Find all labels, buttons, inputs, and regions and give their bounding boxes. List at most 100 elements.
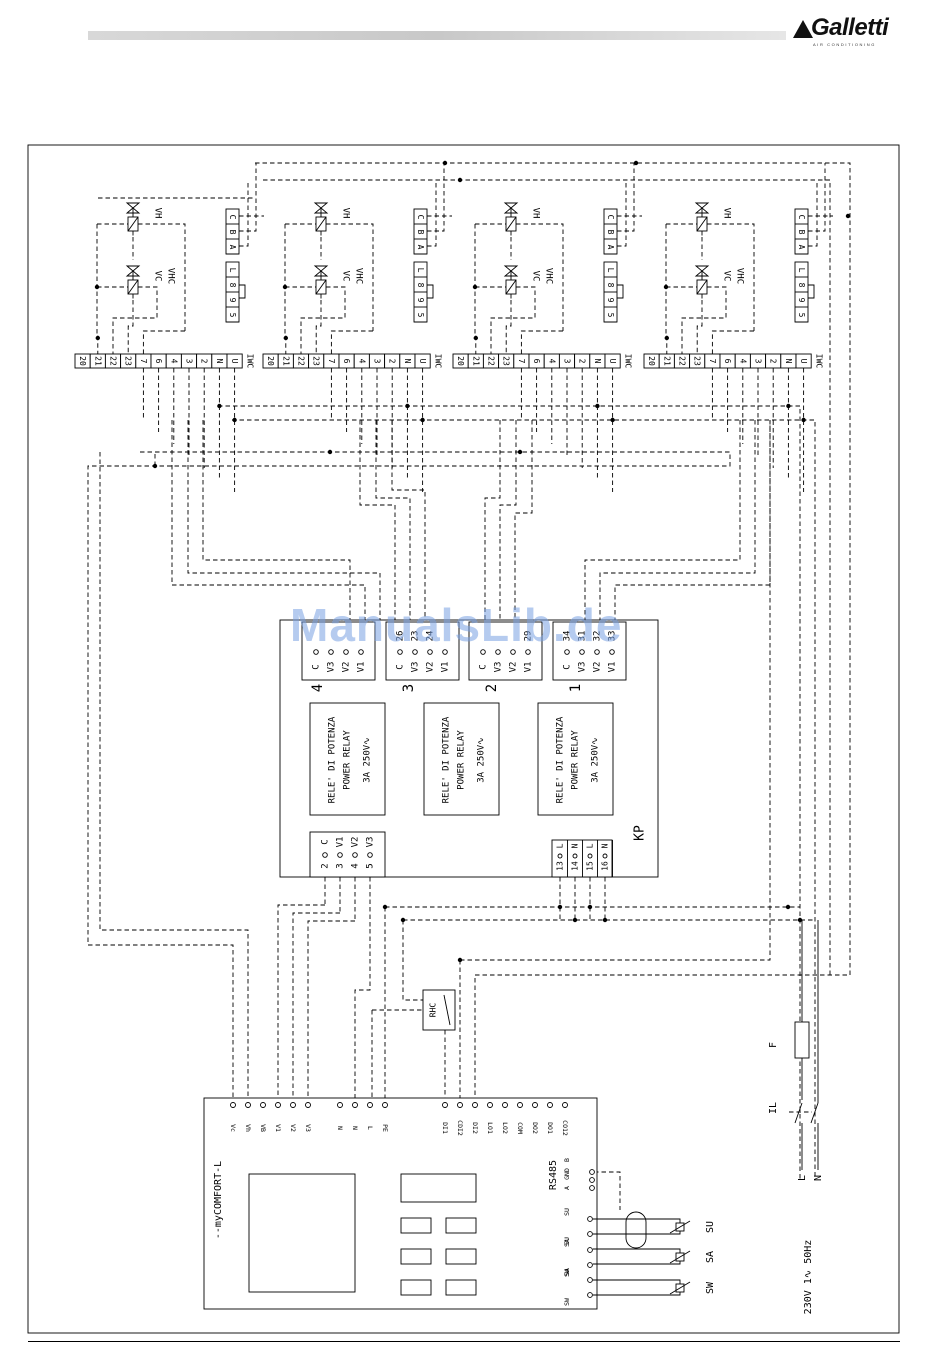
junction-dot — [283, 335, 288, 341]
junction-dot — [557, 904, 563, 910]
junction-dot — [472, 284, 478, 290]
motor-connector-label: 5 — [228, 313, 237, 318]
iwc-terminal-cell — [414, 353, 431, 369]
iwc-terminal-label: 23 — [312, 356, 321, 366]
kp-output-label: C — [479, 664, 489, 669]
wire — [284, 224, 287, 354]
junction-dot — [610, 417, 615, 423]
iwc-terminal-label: 4 — [169, 359, 178, 364]
kp-output-number: 26 — [396, 631, 406, 642]
wire — [255, 162, 851, 1100]
probe-label: SA — [705, 1251, 716, 1263]
terminal-ring — [322, 852, 328, 858]
terminal-ring — [313, 649, 319, 655]
wire — [138, 223, 186, 331]
sensor-connector-label: B — [416, 230, 425, 235]
iwc-terminal-label: 7 — [327, 359, 336, 364]
dashed-wires — [87, 160, 851, 1249]
valve-label: VC — [722, 271, 732, 282]
probe-terminal-label: SU — [563, 1208, 571, 1216]
iwc-terminal-label: 6 — [532, 359, 541, 364]
terminal-ring — [602, 853, 608, 859]
coil-slash — [127, 216, 139, 232]
valve-label: VC — [341, 271, 351, 282]
probe-label: SU — [705, 1221, 716, 1233]
terminal-ring — [547, 1102, 553, 1108]
kp-label: KP — [633, 825, 648, 841]
relay-text: 3A 250V∿ — [363, 737, 373, 782]
wire — [292, 912, 340, 1100]
kp-output-number: 32 — [593, 631, 603, 642]
terminal-ring — [352, 1102, 358, 1108]
controller-terminal-label: N — [351, 1126, 359, 1130]
iwc-terminal-label: N — [403, 359, 412, 364]
iwc-terminal-label: IWC — [245, 354, 254, 369]
kp-terminal-number: 3 — [336, 863, 346, 868]
terminal-ring — [587, 1231, 593, 1237]
valve-label: VH — [341, 208, 351, 219]
iwc-terminal-cell — [226, 353, 243, 369]
motor-connector-label: 8 — [228, 283, 237, 288]
kp-terminal-number: 14 — [571, 861, 580, 871]
motor-connector-label: 9 — [416, 298, 425, 303]
iwc-terminal-label: U — [418, 359, 427, 364]
watermark-text: ManualsLib.de — [290, 599, 623, 651]
iwc-terminal-label: 4 — [738, 359, 747, 364]
wire — [171, 420, 366, 648]
terminal-ring — [510, 649, 516, 655]
ntc-slash — [669, 1281, 691, 1295]
iwc-terminal-label: U — [608, 359, 617, 364]
terminal-ring — [562, 1102, 568, 1108]
wire — [127, 300, 134, 354]
wire — [87, 451, 731, 1100]
terminal-ring — [305, 1102, 311, 1108]
iwc-terminal-label: 3 — [185, 359, 194, 364]
controller-display — [248, 1173, 356, 1293]
iwc-terminal-label: 2 — [200, 359, 209, 364]
kp-group-number: 4 — [310, 684, 326, 692]
sensor-connector-label: A — [416, 245, 425, 250]
controller-terminal-label: DO2 — [531, 1122, 539, 1134]
iwc-terminal-label: 7 — [517, 359, 526, 364]
wire — [520, 330, 563, 354]
kp-output-label: C — [396, 664, 406, 669]
controller-terminal-label: PE — [381, 1124, 389, 1132]
controller-terminal-label: LO1 — [486, 1122, 494, 1134]
wire — [484, 420, 501, 648]
iwc-terminal-label: N — [215, 359, 224, 364]
kp-output-label: V1 — [441, 662, 451, 673]
wire — [460, 420, 771, 961]
wire — [232, 419, 816, 1180]
valve-label: VH — [531, 208, 541, 219]
junction-dot — [664, 335, 669, 341]
junction-dot — [94, 284, 100, 290]
wire — [681, 286, 727, 354]
wire — [514, 420, 533, 648]
wire — [505, 300, 512, 354]
wire — [375, 420, 411, 648]
wire — [499, 420, 517, 648]
junction-dot — [152, 463, 158, 469]
sensor-connector-label: C — [797, 215, 806, 220]
coil-slash — [505, 279, 517, 295]
kp-output-label: V1 — [524, 662, 534, 673]
relay-text: POWER RELAY — [571, 730, 581, 790]
galletti-logo: Galletti AIR CONDITIONING — [793, 14, 908, 48]
junction-dot — [602, 917, 608, 923]
kp-group-number: 2 — [484, 684, 500, 692]
kp-terminal-label: V3 — [366, 837, 376, 848]
iwc-terminal-label: 22 — [487, 356, 496, 366]
terminal-ring — [564, 649, 570, 655]
kp-terminal-label: V1 — [336, 837, 346, 848]
motor-connector-label: 9 — [228, 298, 237, 303]
motor-connector-label: L — [228, 268, 237, 273]
sensor-connector-label: A — [797, 245, 806, 250]
wire — [599, 420, 756, 648]
controller-terminal-label: DI2 — [471, 1122, 479, 1134]
coil-slash — [696, 279, 708, 295]
iwc-terminal-label: 23 — [124, 356, 133, 366]
